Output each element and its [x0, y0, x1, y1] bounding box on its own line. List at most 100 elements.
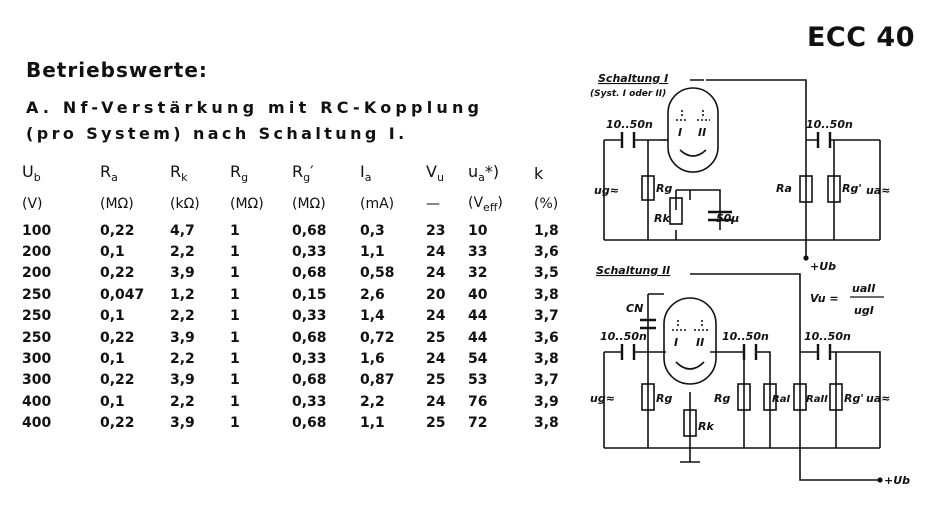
circuit2-rg-b: Rg [714, 392, 730, 405]
cell-ia: 2,6 [360, 286, 385, 303]
cell-rg-prime: 0,15 [292, 286, 327, 303]
cell-vu: 25 [426, 329, 446, 346]
header-ua: ua*) [468, 161, 500, 185]
circuit2-ub: +Ub [884, 474, 910, 487]
circuit2-ua: ua≈ [866, 392, 890, 405]
unit-ub: (V) [22, 196, 43, 212]
cell-vu: 25 [426, 415, 446, 432]
cell-ra: 0,22 [100, 222, 135, 239]
circuit2-cap-mid: 10..50n [722, 330, 769, 343]
cell-ra: 0,047 [100, 286, 145, 303]
cell-ua: 44 [468, 308, 488, 325]
cell-vu: 25 [426, 372, 446, 389]
cell-ub: 400 [22, 415, 52, 432]
cell-rk: 2,2 [170, 244, 195, 261]
cell-rk: 2,2 [170, 351, 195, 368]
cell-vu: 20 [426, 286, 446, 303]
cell-rk: 3,9 [170, 329, 195, 346]
circuit2-ug: ug≈ [590, 392, 615, 405]
cell-ua: 44 [468, 329, 488, 346]
cell-rg-prime: 0,68 [292, 329, 327, 346]
cell-ra: 0,1 [100, 351, 125, 368]
unit-rk: (kΩ) [170, 196, 200, 212]
header-ra: Ra [100, 161, 118, 185]
circuit2-cap-out: 10..50n [804, 330, 851, 343]
circuit1-label: Schaltung I [598, 72, 668, 85]
cell-ia: 0,3 [360, 222, 385, 239]
cell-ua: 40 [468, 286, 488, 303]
cell-ub: 400 [22, 393, 52, 410]
cell-ra: 0,1 [100, 244, 125, 261]
circuit2-rk: Rk [698, 420, 714, 433]
formula-numerator: uaII [852, 282, 875, 295]
circuit1-sublabel: (Syst. I oder II) [590, 89, 666, 99]
circuit1-ub: +Ub [810, 260, 836, 273]
cell-vu: 24 [426, 393, 446, 410]
cell-ua: 33 [468, 244, 488, 261]
header-rg: Rg [230, 161, 249, 185]
cell-rg-prime: 0,68 [292, 372, 327, 389]
circuit1-rg: Rg [656, 182, 672, 195]
cell-rk: 3,9 [170, 415, 195, 432]
cell-ua: 72 [468, 415, 488, 432]
cell-ub: 250 [22, 308, 52, 325]
cell-rg: 1 [230, 329, 240, 346]
circuit1-ck: 50µ [716, 212, 739, 225]
unit-rg-prime: (MΩ) [292, 196, 326, 212]
cell-ia: 2,2 [360, 393, 385, 410]
cell-ub: 200 [22, 244, 52, 261]
header-ub: Ub [22, 161, 41, 185]
cell-ua: 32 [468, 265, 488, 282]
cell-ia: 0,87 [360, 372, 395, 389]
cell-k: 3,8 [534, 351, 559, 368]
cell-ra: 0,1 [100, 308, 125, 325]
cell-k: 3,6 [534, 329, 559, 346]
cell-ua: 54 [468, 351, 488, 368]
header-vu: Vu [426, 161, 444, 185]
cell-vu: 23 [426, 222, 446, 239]
tube-type-title: ECC 40 [806, 22, 915, 53]
cell-rk: 2,2 [170, 308, 195, 325]
circuit1-ua: ua≈ [866, 184, 890, 197]
cell-k: 3,7 [534, 372, 559, 389]
subheading-line-2: (pro System) nach Schaltung I. [26, 124, 408, 143]
cell-rg: 1 [230, 415, 240, 432]
cell-vu: 24 [426, 351, 446, 368]
cell-rg: 1 [230, 393, 240, 410]
cell-rg: 1 [230, 372, 240, 389]
cell-ia: 0,58 [360, 265, 395, 282]
unit-k: (%) [534, 196, 559, 212]
cell-rg: 1 [230, 286, 240, 303]
circuit1-system-1: I [678, 126, 682, 139]
circuit2-cap-in: 10..50n [600, 330, 647, 343]
cell-ra: 0,22 [100, 329, 135, 346]
cell-rg-prime: 0,33 [292, 351, 327, 368]
cell-vu: 24 [426, 244, 446, 261]
unit-vu: — [426, 196, 440, 212]
header-rk: Rk [170, 161, 188, 185]
cell-k: 1,8 [534, 222, 559, 239]
circuit1-cap-in: 10..50n [606, 118, 653, 131]
cell-rg: 1 [230, 308, 240, 325]
cell-ua: 53 [468, 372, 488, 389]
cell-k: 3,7 [534, 308, 559, 325]
cell-rg-prime: 0,68 [292, 265, 327, 282]
circuit2-rg: Rg [656, 392, 672, 405]
cell-ub: 250 [22, 329, 52, 346]
cell-rg: 1 [230, 265, 240, 282]
cell-rg: 1 [230, 244, 240, 261]
cell-rg-prime: 0,33 [292, 244, 327, 261]
cell-k: 3,5 [534, 265, 559, 282]
cell-rg-prime: 0,33 [292, 393, 327, 410]
cell-ra: 0,22 [100, 415, 135, 432]
cell-rk: 3,9 [170, 265, 195, 282]
circuit1-ug: ug≈ [594, 184, 619, 197]
